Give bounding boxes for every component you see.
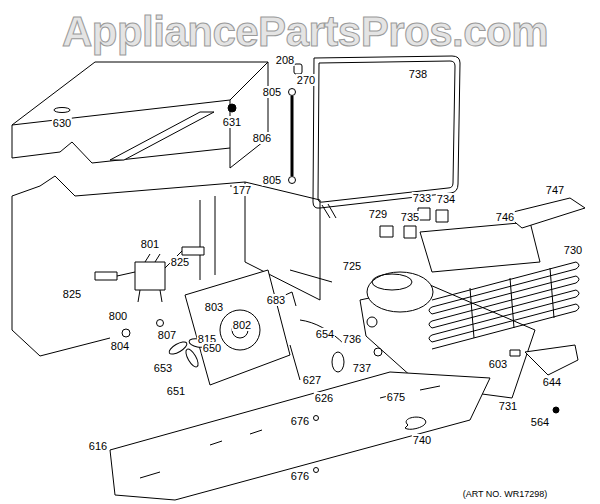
nut [122, 329, 130, 337]
art-number: (ART NO. WR17298) [462, 489, 549, 499]
callout-number: 801 [140, 238, 160, 250]
callout-number: 738 [408, 68, 428, 80]
cabinet-edge [290, 270, 332, 282]
callout-number: 644 [542, 376, 562, 388]
connector [182, 247, 204, 255]
compressor [367, 272, 433, 312]
fan-motor [220, 310, 260, 350]
condenser-coil [429, 262, 579, 349]
callout-number: 603 [488, 358, 508, 370]
fan-bracket [185, 270, 290, 385]
callout-number: 177 [232, 184, 252, 196]
bracket [420, 222, 540, 272]
screw [314, 468, 319, 473]
callout-number: 807 [157, 329, 177, 341]
callout-number: 675 [386, 391, 406, 403]
bracket [525, 345, 578, 375]
wire [300, 320, 345, 345]
callout-number: 734 [436, 193, 456, 205]
gasket-tail [322, 204, 336, 218]
clip [436, 210, 448, 222]
callout-number: 729 [368, 208, 388, 220]
callout-number: 676 [290, 415, 310, 427]
cabinet-side [230, 62, 268, 168]
screw [314, 416, 319, 421]
callout-number: 627 [302, 374, 322, 386]
coil-bend [429, 262, 579, 342]
tray [505, 198, 585, 228]
coil-wire [470, 268, 554, 338]
break-line [12, 176, 245, 196]
grommet [367, 317, 377, 327]
callout-number: 650 [202, 342, 222, 354]
clip [510, 350, 520, 356]
access-panel [110, 372, 490, 500]
callout-number: 805 [262, 86, 282, 98]
connector [95, 272, 117, 280]
callout-number: 208 [275, 54, 295, 66]
panel-slot [140, 386, 440, 478]
blade [167, 340, 188, 357]
door-gasket [313, 56, 460, 208]
callout-number: 737 [352, 362, 372, 374]
nut [157, 320, 164, 327]
cabinet-front [12, 100, 230, 163]
capacitor [332, 352, 344, 372]
callout-number: 746 [495, 211, 515, 223]
cabinet-rail [200, 196, 215, 280]
coil-tube [432, 262, 576, 349]
callout-number: 735 [400, 211, 420, 223]
callout-number: 630 [52, 117, 72, 129]
callout-number: 747 [545, 184, 565, 196]
wire [290, 345, 300, 380]
callout-number: 731 [498, 400, 518, 412]
watermark: AppliancePartsPros.com [61, 9, 549, 55]
grommet [374, 348, 382, 356]
callout-number: 631 [222, 116, 242, 128]
callout-number: 733 [412, 192, 432, 204]
compressor-top [372, 274, 412, 290]
callout-number: 740 [412, 434, 432, 446]
callout-number: 270 [296, 74, 316, 86]
callout-number: 651 [166, 385, 186, 397]
valve-port [138, 290, 162, 302]
callout-number: 683 [266, 294, 286, 306]
clip [405, 417, 426, 429]
callout-number: 806 [252, 132, 272, 144]
bushing [289, 177, 296, 184]
callout-number: 654 [315, 328, 335, 340]
callout-number: 825 [62, 288, 82, 300]
callout-number: 653 [153, 362, 173, 374]
rod [291, 96, 294, 176]
callout-number: 564 [530, 416, 550, 428]
callout-number: 802 [232, 319, 252, 331]
callout-number: 676 [290, 470, 310, 482]
water-valve [135, 262, 165, 290]
callout-number: 805 [262, 174, 282, 186]
hinge-pin [294, 64, 302, 74]
screw [553, 407, 559, 413]
callout-number: 803 [204, 301, 224, 313]
callout-number: 825 [170, 256, 190, 268]
callout-number: 736 [342, 333, 362, 345]
cabinet-slot [54, 108, 70, 113]
bushing [289, 89, 296, 96]
callout-number: 616 [88, 440, 108, 452]
plug-button [228, 104, 236, 112]
callout-number: 725 [342, 260, 362, 272]
blade [184, 347, 201, 368]
door-gasket-inner [318, 61, 455, 202]
overload [404, 226, 416, 238]
relay [380, 226, 393, 237]
callout-number: 730 [563, 244, 583, 256]
cabinet-strip [110, 112, 214, 160]
callout-number: 800 [108, 310, 128, 322]
callout-number: 626 [314, 392, 334, 404]
callout-number: 804 [110, 340, 130, 352]
